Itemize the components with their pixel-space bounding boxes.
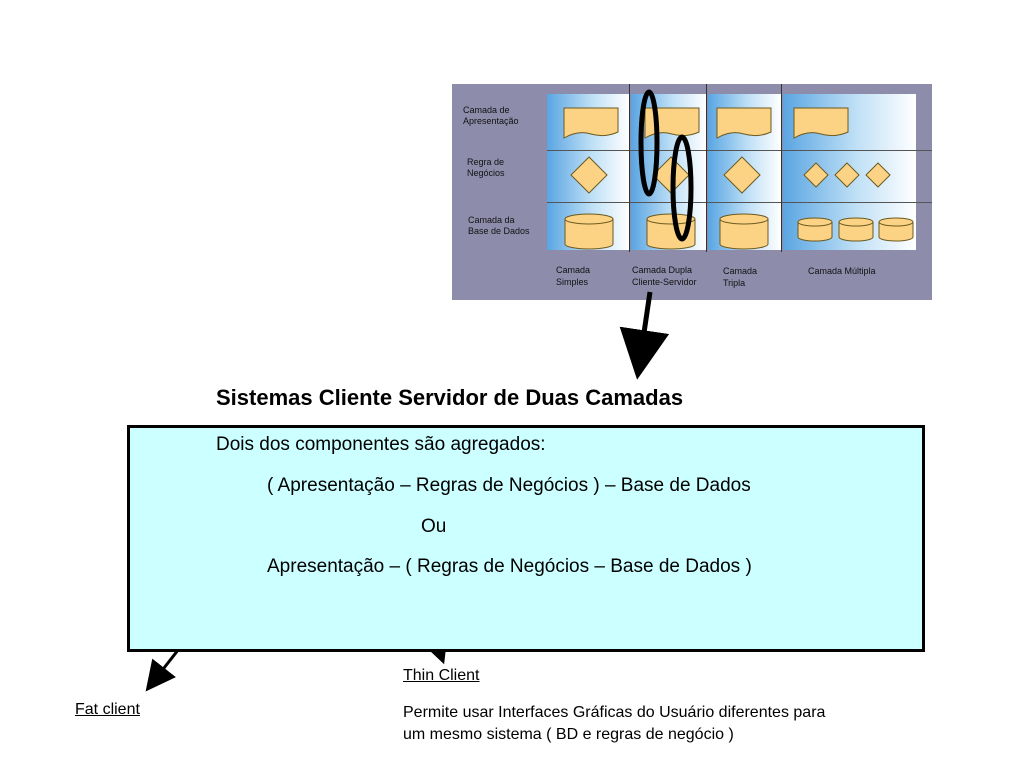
slide-title: Sistemas Cliente Servidor de Duas Camada… (216, 385, 684, 410)
database-cylinder (797, 217, 833, 242)
database-cylinder (719, 213, 769, 250)
fat-client-label: Fat client (75, 701, 140, 718)
database-cylinder (646, 213, 696, 250)
option-thin-client-text: Apresentação – ( Regras de Negócios – Ba… (267, 556, 752, 577)
presentation-document-shape (716, 107, 772, 139)
business-rule-diamond (652, 156, 690, 194)
thin-client-label: Thin Client (403, 667, 480, 684)
definition-box: Dois dos componentes são agregados: ( Ap… (127, 425, 925, 652)
business-rule-diamond (803, 162, 829, 188)
row-divider (547, 150, 932, 151)
column-divider (781, 84, 782, 252)
box-intro-text: Dois dos componentes são agregados: (216, 434, 546, 455)
presentation-document-shape (793, 107, 849, 139)
option-fat-client-text: ( Apresentação – Regras de Negócios ) – … (267, 475, 751, 496)
column-divider (629, 84, 630, 252)
arrow-to-title (619, 291, 670, 380)
business-rule-diamond (570, 156, 608, 194)
tier-shapes (563, 107, 914, 250)
business-rule-diamond (834, 162, 860, 188)
presentation-document-shape (563, 107, 619, 139)
business-rule-diamond (865, 162, 891, 188)
database-cylinder (838, 217, 874, 242)
presentation-document-shape (644, 107, 700, 139)
thin-client-description: Permite usar Interfaces Gráficas do Usuá… (403, 704, 826, 743)
database-cylinder (878, 217, 914, 242)
business-rule-diamond (723, 156, 761, 194)
database-cylinder (564, 213, 614, 250)
or-text: Ou (421, 516, 447, 537)
row-divider (547, 202, 932, 203)
column-divider (706, 84, 707, 252)
column-label-multiple: Camada Múltipla (808, 266, 876, 276)
